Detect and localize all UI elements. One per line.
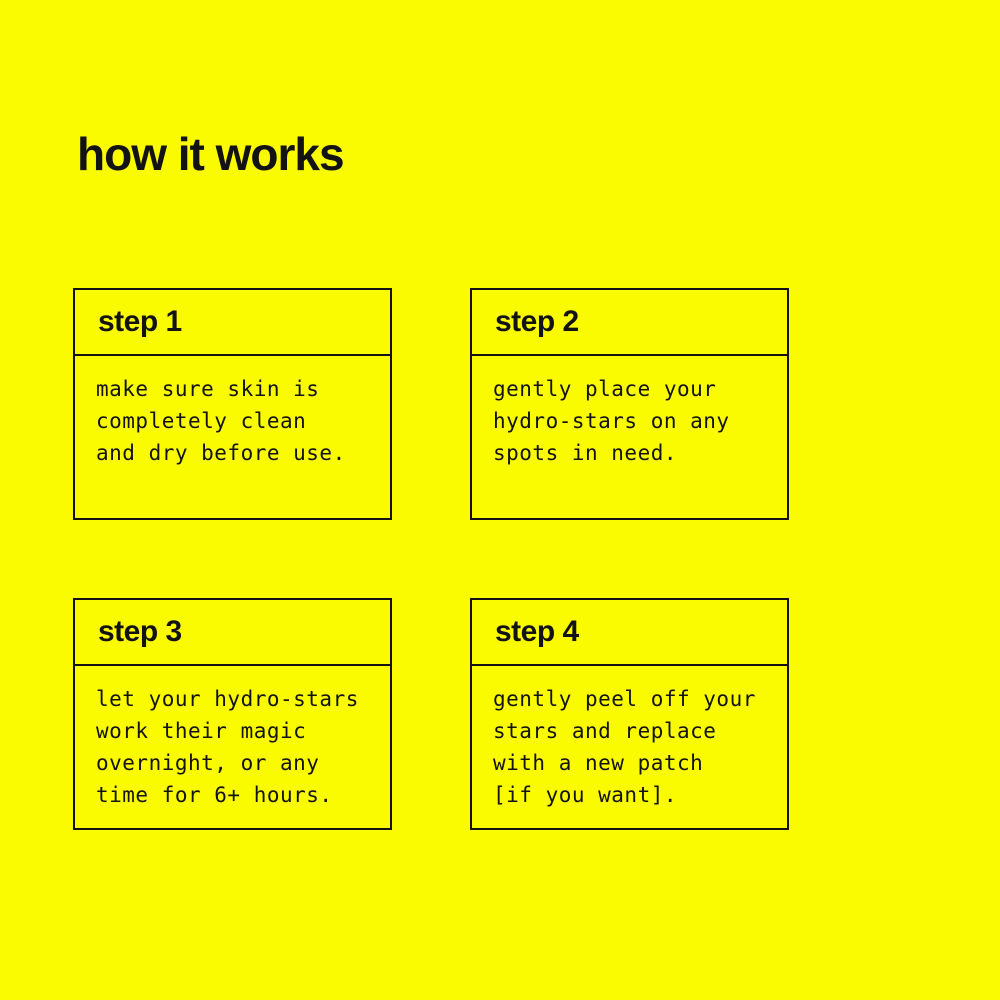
step-card-2-label: step 2 bbox=[495, 305, 579, 338]
step-card-1: step 1 make sure skin is completely clea… bbox=[73, 288, 392, 520]
step-card-2-text: gently place your hydro-stars on any spo… bbox=[493, 377, 730, 465]
step-card-4-body: gently peel off your stars and replace w… bbox=[472, 666, 787, 811]
step-card-3-body: let your hydro-stars work their magic ov… bbox=[75, 666, 390, 811]
step-card-4: step 4 gently peel off your stars and re… bbox=[470, 598, 789, 830]
step-card-3-text: let your hydro-stars work their magic ov… bbox=[96, 687, 359, 807]
step-card-2-body: gently place your hydro-stars on any spo… bbox=[472, 356, 787, 469]
step-card-1-body: make sure skin is completely clean and d… bbox=[75, 356, 390, 469]
step-card-2: step 2 gently place your hydro-stars on … bbox=[470, 288, 789, 520]
step-card-4-header: step 4 bbox=[472, 600, 787, 666]
step-card-3: step 3 let your hydro-stars work their m… bbox=[73, 598, 392, 830]
step-card-4-label: step 4 bbox=[495, 615, 579, 648]
step-card-3-label: step 3 bbox=[98, 615, 182, 648]
step-card-1-label: step 1 bbox=[98, 305, 182, 338]
page-title: how it works bbox=[77, 127, 345, 180]
step-card-1-text: make sure skin is completely clean and d… bbox=[96, 377, 346, 465]
step-card-2-header: step 2 bbox=[472, 290, 787, 356]
step-card-4-text: gently peel off your stars and replace w… bbox=[493, 687, 756, 807]
step-card-1-header: step 1 bbox=[75, 290, 390, 356]
step-card-3-header: step 3 bbox=[75, 600, 390, 666]
